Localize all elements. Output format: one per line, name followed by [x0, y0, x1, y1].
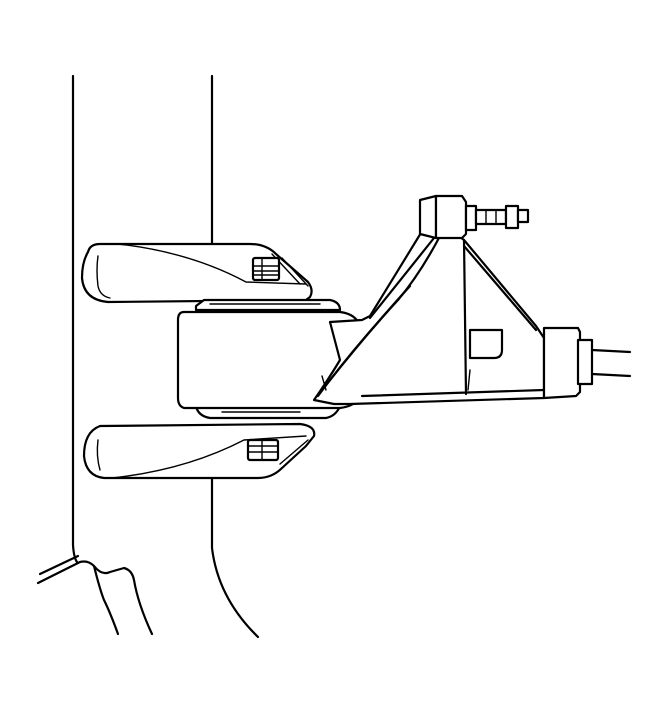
- mount-insulator-icon: [176, 298, 362, 420]
- stud-shaft: [474, 208, 508, 226]
- lower-bracket-body: [82, 422, 316, 480]
- upper-nut-body: [251, 256, 281, 282]
- lower-bracket-edge: [279, 439, 309, 465]
- upper-bracket-fold: [117, 243, 307, 285]
- stud-nut-face: [418, 194, 438, 240]
- arm-end-block: [542, 326, 582, 400]
- upper-bracket-lip: [96, 255, 111, 299]
- stud-nut-side: [434, 194, 468, 240]
- insulator-body: [176, 310, 362, 410]
- lower-mount-bracket-icon: [82, 422, 316, 480]
- frame-rail-icon: [36, 74, 260, 639]
- arm-pocket: [468, 328, 504, 360]
- threaded-stud-icon: [418, 194, 530, 240]
- arm-lower-edge: [360, 388, 546, 398]
- frame-rail-left-edge: [71, 74, 80, 565]
- insulator-top-washer: [194, 298, 342, 312]
- frame-crossmember-edge: [36, 560, 154, 636]
- arm-shaft-top: [590, 348, 632, 354]
- arm-gusset-edge: [368, 236, 436, 320]
- arm-diagonal: [462, 244, 538, 332]
- frame-rail-right-edge-lower: [210, 468, 260, 639]
- mount-arm-icon: [312, 220, 632, 406]
- nut-icon: [251, 256, 281, 282]
- lower-nut-body: [246, 438, 280, 462]
- nut-icon: [246, 438, 280, 462]
- lower-bracket-fold: [111, 435, 307, 479]
- lower-bracket-lip: [96, 439, 101, 471]
- frame-flange-edge: [92, 564, 120, 636]
- stud-collar: [504, 204, 520, 230]
- arm-web: [462, 238, 468, 396]
- arm-web-notch: [467, 369, 471, 391]
- stud-tip: [516, 208, 530, 224]
- arm-shaft-bottom: [590, 372, 632, 378]
- stud-washer: [464, 204, 478, 232]
- upper-bracket-edge: [281, 257, 309, 287]
- arm-gusset-curve-2: [328, 284, 412, 382]
- arm-gusset-tip: [321, 375, 327, 391]
- arm-end-cap: [576, 338, 594, 386]
- frame-crossmember-inner: [38, 554, 80, 576]
